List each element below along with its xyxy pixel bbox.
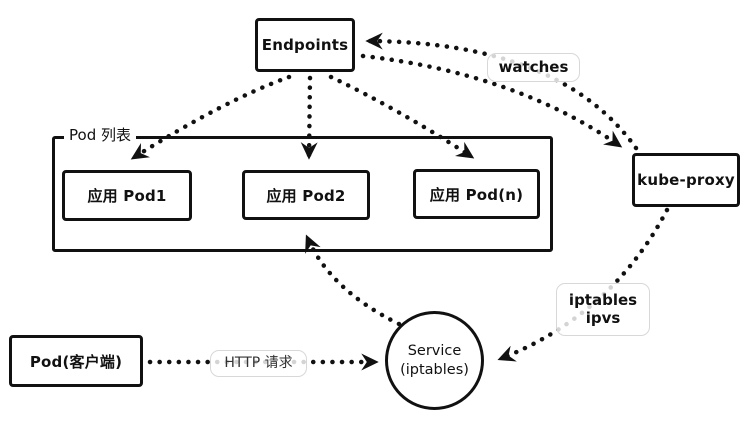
pod1-label: 应用 Pod1: [87, 187, 167, 205]
pod-client-label: Pod(客户端): [29, 352, 123, 371]
http-request-edge-label: HTTP 请求: [210, 350, 307, 377]
service-node: Service (iptables): [385, 311, 484, 410]
kube-proxy-label: kube-proxy: [637, 171, 735, 189]
service-label-line1: Service: [407, 343, 462, 360]
podn-node: 应用 Pod(n): [413, 169, 540, 219]
pod-list-group: [52, 136, 553, 252]
pod2-node: 应用 Pod2: [242, 170, 370, 220]
pod1-node: 应用 Pod1: [62, 170, 192, 221]
edge-service-to-pod2: [304, 234, 402, 327]
pod2-label: 应用 Pod2: [266, 186, 346, 205]
edge-endpoints-to-pod1: [130, 74, 292, 161]
iptables-ipvs-edge-label: iptables ipvs: [556, 283, 650, 336]
endpoints-label: Endpoints: [261, 36, 349, 54]
iptables-text: iptables: [568, 291, 638, 310]
endpoints-node: Endpoints: [255, 18, 355, 72]
service-label-line2: (iptables): [400, 361, 469, 378]
http-request-text: HTTP 请求: [224, 355, 293, 372]
pod-list-legend: Pod 列表: [64, 125, 136, 145]
ipvs-text: ipvs: [585, 308, 621, 327]
kube-proxy-node: kube-proxy: [632, 153, 740, 207]
edge-endpoints-to-kubeproxy: [360, 53, 623, 149]
pod-client-node: Pod(客户端): [9, 335, 143, 387]
watches-text: watches: [498, 57, 569, 76]
edge-endpoints-to-pod2: [300, 75, 318, 160]
podn-label: 应用 Pod(n): [429, 185, 524, 204]
edge-endpoints-to-podn: [328, 74, 475, 160]
watches-edge-label: watches: [487, 53, 580, 82]
